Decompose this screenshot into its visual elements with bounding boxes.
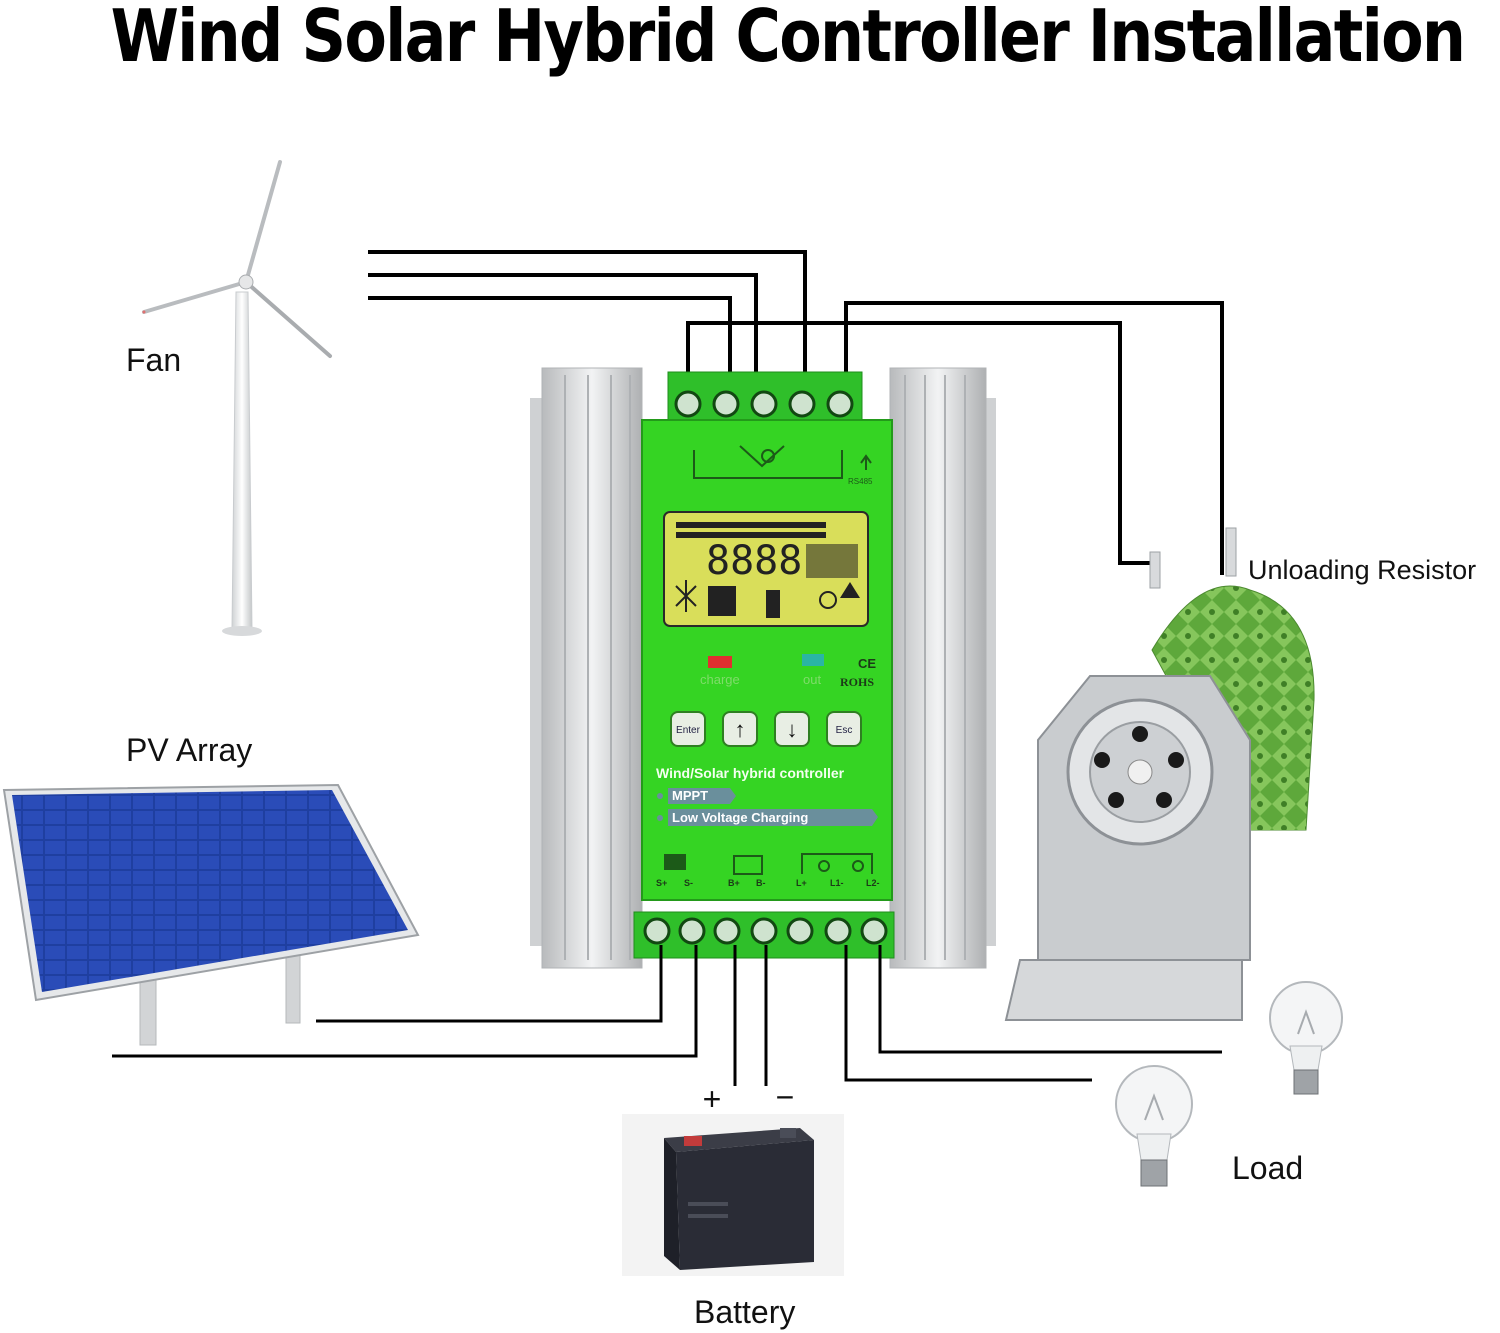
- terminal-screws: [643, 390, 888, 945]
- bottom-wires: [112, 945, 1222, 1086]
- battery-plus-sign: +: [703, 1081, 722, 1117]
- down-button[interactable]: [774, 711, 810, 747]
- load-label: Load: [1232, 1150, 1304, 1186]
- down-button-label: ↓: [787, 717, 798, 742]
- terminal-label-s-minus: S-: [684, 878, 693, 888]
- product-name: Wind/Solar hybrid controller: [656, 765, 845, 781]
- wind-turbine: [142, 160, 332, 636]
- battery-label: Battery: [694, 1294, 796, 1330]
- feature-mppt: MPPT: [672, 788, 708, 803]
- terminal-label-b-plus: B+: [728, 878, 740, 888]
- up-button[interactable]: [722, 711, 758, 747]
- esc-button-label: Esc: [836, 725, 853, 736]
- up-button-label: ↑: [735, 717, 746, 742]
- unloading-resistor-label: Unloading Resistor: [1248, 555, 1477, 585]
- enter-button-label: Enter: [676, 725, 701, 736]
- terminal-label-l1-minus: L1-: [830, 878, 844, 888]
- enter-button[interactable]: [670, 711, 706, 747]
- load-bulb-1: [1269, 981, 1343, 1095]
- indicator-out-label: out: [803, 672, 821, 687]
- diagram-title: Wind Solar Hybrid Controller Installatio…: [110, 0, 1466, 78]
- hybrid-controller: RS485 8888 charge out CE ROHS Enter ↑ ↓: [530, 367, 996, 969]
- battery: [622, 1114, 844, 1276]
- control-buttons: Enter ↑ ↓ Esc: [670, 711, 862, 747]
- unloading-resistor: [1004, 527, 1315, 1021]
- wind-wires: [368, 250, 807, 400]
- rohs-mark: ROHS: [840, 675, 874, 689]
- terminal-label-l2-minus: L2-: [866, 878, 880, 888]
- ce-mark: CE: [858, 656, 876, 671]
- feature-low-voltage: Low Voltage Charging: [672, 810, 808, 825]
- lcd-digits: 8888: [706, 538, 802, 584]
- solar-panel: [2, 783, 420, 1046]
- terminal-label-s-plus: S+: [656, 878, 667, 888]
- terminal-label-l-plus: L+: [796, 878, 807, 888]
- load-bulb-2: [1115, 1065, 1193, 1187]
- rs485-label: RS485: [848, 477, 873, 486]
- resistor-wires: [686, 301, 1224, 575]
- indicator-charge-label: charge: [700, 672, 740, 687]
- battery-minus-sign: −: [776, 1079, 795, 1115]
- fan-label: Fan: [126, 342, 182, 378]
- esc-button[interactable]: [826, 711, 862, 747]
- terminal-label-b-minus: B-: [756, 878, 766, 888]
- pv-array-label: PV Array: [126, 732, 253, 768]
